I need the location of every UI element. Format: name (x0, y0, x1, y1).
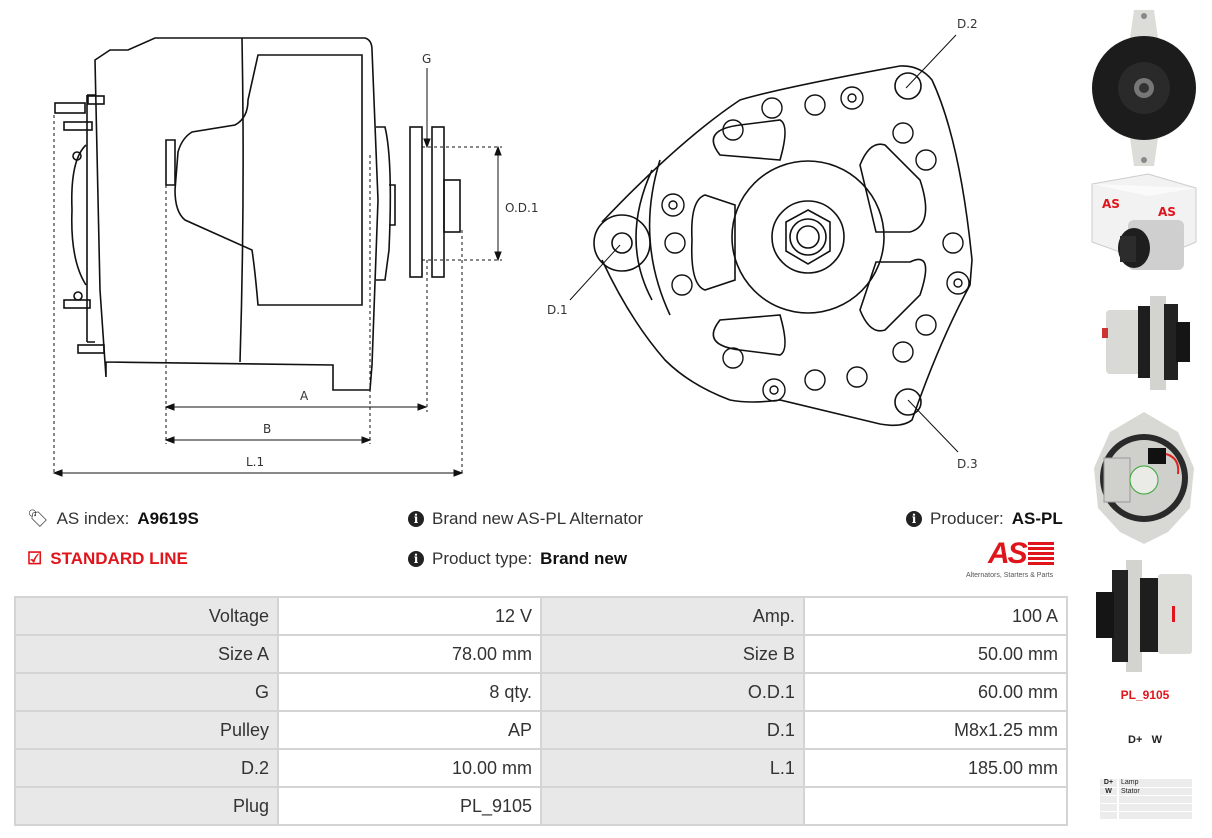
producer-value: AS-PL (1011, 509, 1063, 528)
spec-value: AP (278, 712, 541, 748)
tags-icon: 🏷 (27, 509, 49, 528)
description: i Brand new AS-PL Alternator (408, 509, 643, 529)
spec-label: O.D.1 (542, 674, 803, 710)
as-index-value: A9619S (137, 509, 199, 528)
list-item (1100, 795, 1192, 804)
product-photo-side-2[interactable] (1088, 556, 1200, 676)
spec-value: 50.00 mm (804, 636, 1066, 672)
spec-label: D.2 (16, 750, 277, 786)
svg-text:AS: AS (1102, 197, 1120, 211)
plug-name: PL_9105 (1120, 688, 1170, 702)
standard-line-label: STANDARD LINE (50, 549, 188, 568)
label-d1: D.1 (547, 303, 568, 317)
label-g: G (422, 52, 431, 66)
spec-label: D.1 (542, 712, 803, 748)
front-view-drawing: D.2 D.1 D.3 (547, 17, 978, 471)
description-text: Brand new AS-PL Alternator (432, 509, 644, 528)
product-photo-front[interactable] (1088, 8, 1200, 168)
spec-label: Amp. (542, 598, 803, 634)
spec-value: M8x1.25 mm (804, 712, 1066, 748)
label-od1: O.D.1 (505, 201, 538, 215)
label-l1: L.1 (246, 455, 264, 469)
producer-label: Producer: (930, 509, 1004, 528)
info-icon: i (408, 551, 424, 567)
spec-label: G (16, 674, 277, 710)
as-pl-logo: AS Alternators, Starters & Parts (966, 538, 1068, 584)
as-index-label: AS index: (56, 509, 130, 528)
logo-tagline: Alternators, Starters & Parts (966, 572, 1054, 579)
spec-value (804, 788, 1066, 824)
spec-label (542, 788, 803, 824)
svg-text:AS: AS (1158, 205, 1176, 219)
list-item (1100, 811, 1192, 820)
list-item: D+Lamp (1100, 779, 1192, 788)
checkbox-icon: ☑ (27, 549, 43, 568)
label-d2: D.2 (957, 17, 978, 31)
product-type: i Product type: Brand new (408, 549, 627, 569)
label-a: A (300, 389, 309, 403)
spec-value: 60.00 mm (804, 674, 1066, 710)
spec-label: Pulley (16, 712, 277, 748)
label-d3: D.3 (957, 457, 978, 471)
label-b: B (263, 422, 271, 436)
list-item (1100, 803, 1192, 812)
product-type-label: Product type: (432, 549, 533, 568)
info-icon: i (906, 511, 922, 527)
standard-line-badge: ☑ STANDARD LINE (27, 549, 188, 569)
logo-text: AS (988, 537, 1028, 570)
as-index: 🏷 AS index: A9619S (27, 509, 199, 529)
info-icon: i (408, 511, 424, 527)
spec-label: L.1 (542, 750, 803, 786)
spec-label: Plug (16, 788, 277, 824)
spec-value: 185.00 mm (804, 750, 1066, 786)
spec-label: Size A (16, 636, 277, 672)
product-photo-side[interactable] (1088, 290, 1200, 394)
product-photo-box[interactable]: AS AS (1088, 170, 1200, 282)
spec-value: 78.00 mm (278, 636, 541, 672)
producer: i Producer: AS-PL (906, 509, 1063, 529)
spec-label: Voltage (16, 598, 277, 634)
plug-pins: D+ W (1128, 734, 1162, 746)
spec-value: 12 V (278, 598, 541, 634)
side-view-drawing: G O.D.1 A B L.1 (52, 37, 538, 477)
spec-value: 100 A (804, 598, 1066, 634)
spec-value: PL_9105 (278, 788, 541, 824)
spec-value: 10.00 mm (278, 750, 541, 786)
product-photo-rear[interactable] (1088, 408, 1200, 548)
product-type-value: Brand new (540, 549, 628, 568)
spec-value: 8 qty. (278, 674, 541, 710)
spec-label: Size B (542, 636, 803, 672)
